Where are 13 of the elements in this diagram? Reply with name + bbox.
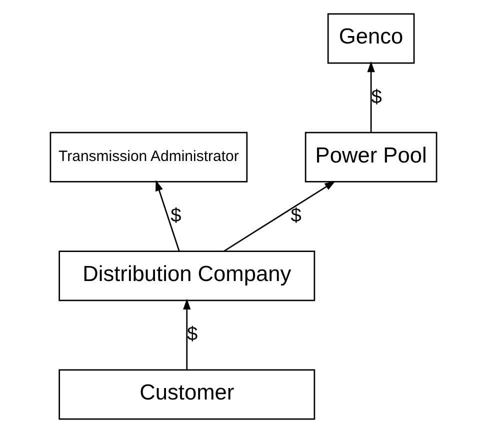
- edge-label: $: [290, 206, 301, 227]
- arrow: [182, 298, 190, 370]
- arrow: [223, 180, 336, 252]
- edge-label: $: [170, 206, 181, 227]
- node-box: Genco: [326, 13, 414, 64]
- node-box: Power Pool: [304, 132, 437, 182]
- node-box: Distribution Company: [58, 250, 315, 302]
- arrow: [155, 180, 180, 252]
- node-box: Transmission Administrator: [49, 132, 248, 182]
- edge-label: $: [186, 324, 198, 346]
- arrow: [366, 61, 374, 132]
- edge-label: $: [370, 86, 382, 108]
- node-box: Customer: [58, 369, 315, 420]
